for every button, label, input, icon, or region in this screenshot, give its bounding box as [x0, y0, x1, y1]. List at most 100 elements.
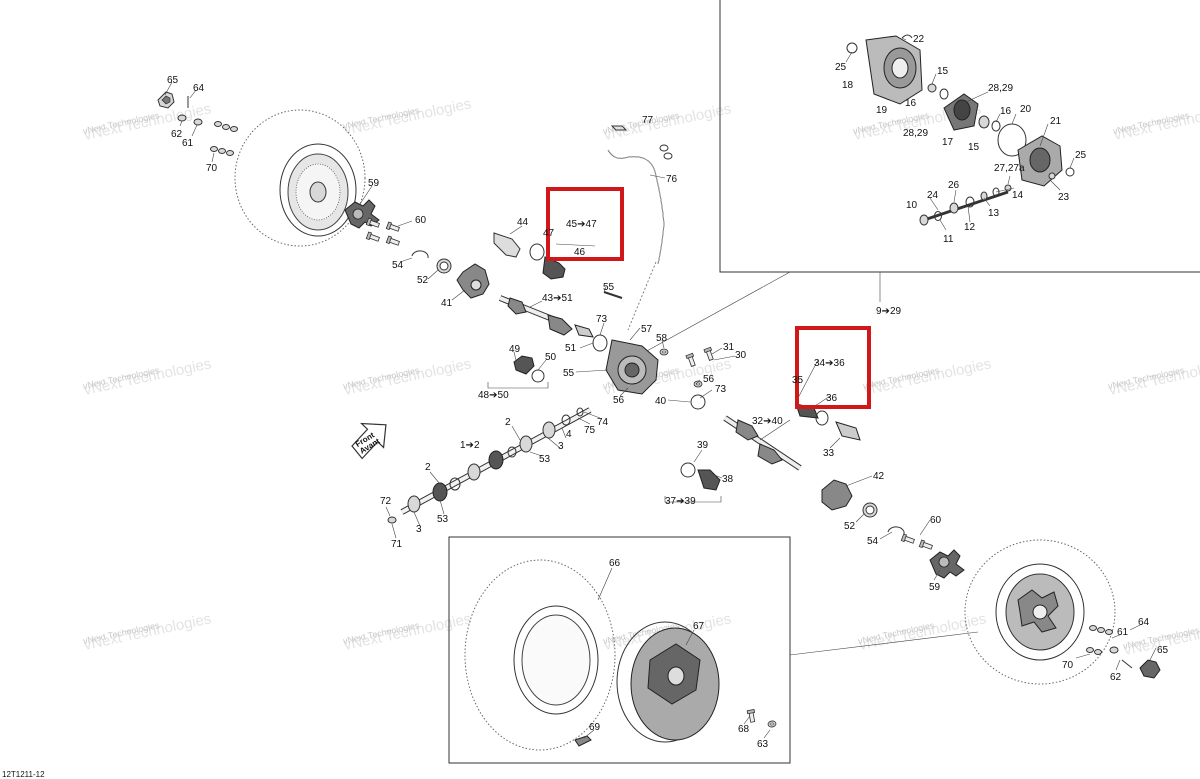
callout-label: 65: [167, 75, 179, 86]
callout-label: 41: [441, 298, 453, 309]
callout-label: 64: [193, 83, 205, 94]
callout-label: 55: [563, 368, 575, 379]
callout-label: 25: [1075, 150, 1087, 161]
callout-label: 50: [545, 352, 557, 363]
callout-label: 42: [873, 471, 885, 482]
callout-label: 54: [867, 536, 879, 547]
callout-label: 4: [566, 429, 572, 440]
callout-label: 24: [927, 190, 939, 201]
callout-label: 59: [368, 178, 380, 189]
callout-label: 23: [1058, 192, 1070, 203]
callout-label: 70: [206, 163, 218, 174]
right-drive-shaft: [664, 403, 861, 503]
callout-label: 56: [703, 374, 715, 385]
drawing-code: 12T1211-12: [2, 770, 45, 779]
callout-label: 28,29: [988, 83, 1013, 94]
knuckle-assembly-upper: [411, 250, 490, 299]
callout-label: 15: [937, 66, 949, 77]
upper-left-hardware: [157, 91, 238, 156]
callout-label: 16: [1000, 106, 1012, 117]
boot-kit-left: [487, 355, 549, 389]
callout-label: 34➔36: [814, 358, 845, 369]
knuckle-assembly-lower-right: [821, 479, 965, 579]
callout-label: 52: [417, 275, 429, 286]
callout-label: 14: [1012, 190, 1024, 201]
callout-label: 10: [906, 200, 918, 211]
callout-label: 31: [723, 342, 735, 353]
differential-inset-parts: [846, 34, 1075, 226]
callout-label: 36: [826, 393, 838, 404]
callout-label: 53: [437, 514, 449, 525]
differential-inset-frame: [719, 0, 1200, 273]
callout-label: 28,29: [903, 128, 928, 139]
callout-label: 75: [584, 425, 596, 436]
left-drive-shaft: [493, 232, 608, 352]
callout-label: 44: [517, 217, 529, 228]
callout-label: 65: [1157, 645, 1169, 656]
callout-label: 9➔29: [876, 306, 902, 317]
callout-label: 2: [505, 417, 511, 428]
callout-label: 56: [613, 395, 625, 406]
wheel-inset-parts: [464, 559, 777, 751]
rear-differential: [603, 291, 716, 410]
callout-label: 52: [844, 521, 856, 532]
callout-label: 53: [539, 454, 551, 465]
callout-label: 74: [597, 417, 609, 428]
callout-label: 47: [543, 228, 555, 239]
callout-label: 33: [823, 448, 835, 459]
callout-label: 3: [558, 441, 564, 452]
callout-label: 38: [722, 474, 734, 485]
callout-label: 46: [574, 247, 586, 258]
callout-label: 27,27a: [994, 163, 1025, 174]
callout-labels: 65 64 62 61 70 59 60 54 52 41 44 45➔47 4…: [167, 34, 1169, 750]
callout-label: 18: [842, 80, 854, 91]
inset-connector-line: [644, 271, 791, 353]
lower-right-hardware: [1086, 625, 1161, 679]
callout-label: 62: [171, 129, 183, 140]
callout-label: 63: [757, 739, 769, 750]
vent-tube: [607, 125, 673, 331]
callout-label: 59: [929, 582, 941, 593]
callout-label: 77: [642, 115, 654, 126]
callout-label: 17: [942, 137, 954, 148]
highlight-box-45-47: [546, 187, 624, 261]
callout-label: 19: [876, 105, 888, 116]
callout-label: 48➔50: [478, 390, 509, 401]
callout-label: 71: [391, 539, 403, 550]
wheel-inset-frame: [448, 536, 791, 764]
callout-label: 54: [392, 260, 404, 271]
callout-label: 12: [964, 222, 976, 233]
rear-left-wheel: [234, 109, 366, 247]
inset-connector-line: [789, 631, 979, 656]
callout-label: 67: [693, 621, 705, 632]
callout-label: 73: [715, 384, 727, 395]
callout-label: 55: [603, 282, 615, 293]
front-direction-arrow: Front Avant: [351, 422, 387, 460]
callout-label: 20: [1020, 104, 1032, 115]
callout-label: 57: [641, 324, 653, 335]
callout-label: 61: [1117, 627, 1129, 638]
callout-label: 22: [913, 34, 925, 45]
callout-label: 37➔39: [665, 496, 696, 507]
callout-label: 30: [735, 350, 747, 361]
callout-label: 25: [835, 62, 847, 73]
callout-label: 39: [697, 440, 709, 451]
callout-label: 49: [509, 344, 521, 355]
callout-label: 26: [948, 180, 960, 191]
callout-label: 70: [1062, 660, 1074, 671]
callout-label: 32➔40: [752, 416, 783, 427]
center-axle: [387, 407, 592, 524]
leader-lines: [164, 37, 1157, 739]
rear-right-wheel: [964, 539, 1116, 685]
hub-upper-left: [344, 199, 401, 248]
callout-label: 66: [609, 558, 621, 569]
callout-label: 21: [1050, 116, 1062, 127]
callout-label: 61: [182, 138, 194, 149]
callout-label: 51: [565, 343, 577, 354]
callout-label: 40: [655, 396, 667, 407]
callout-label: 3: [416, 524, 422, 535]
callout-label: 43➔51: [542, 293, 573, 304]
callout-label: 13: [988, 208, 1000, 219]
callout-label: 60: [415, 215, 427, 226]
